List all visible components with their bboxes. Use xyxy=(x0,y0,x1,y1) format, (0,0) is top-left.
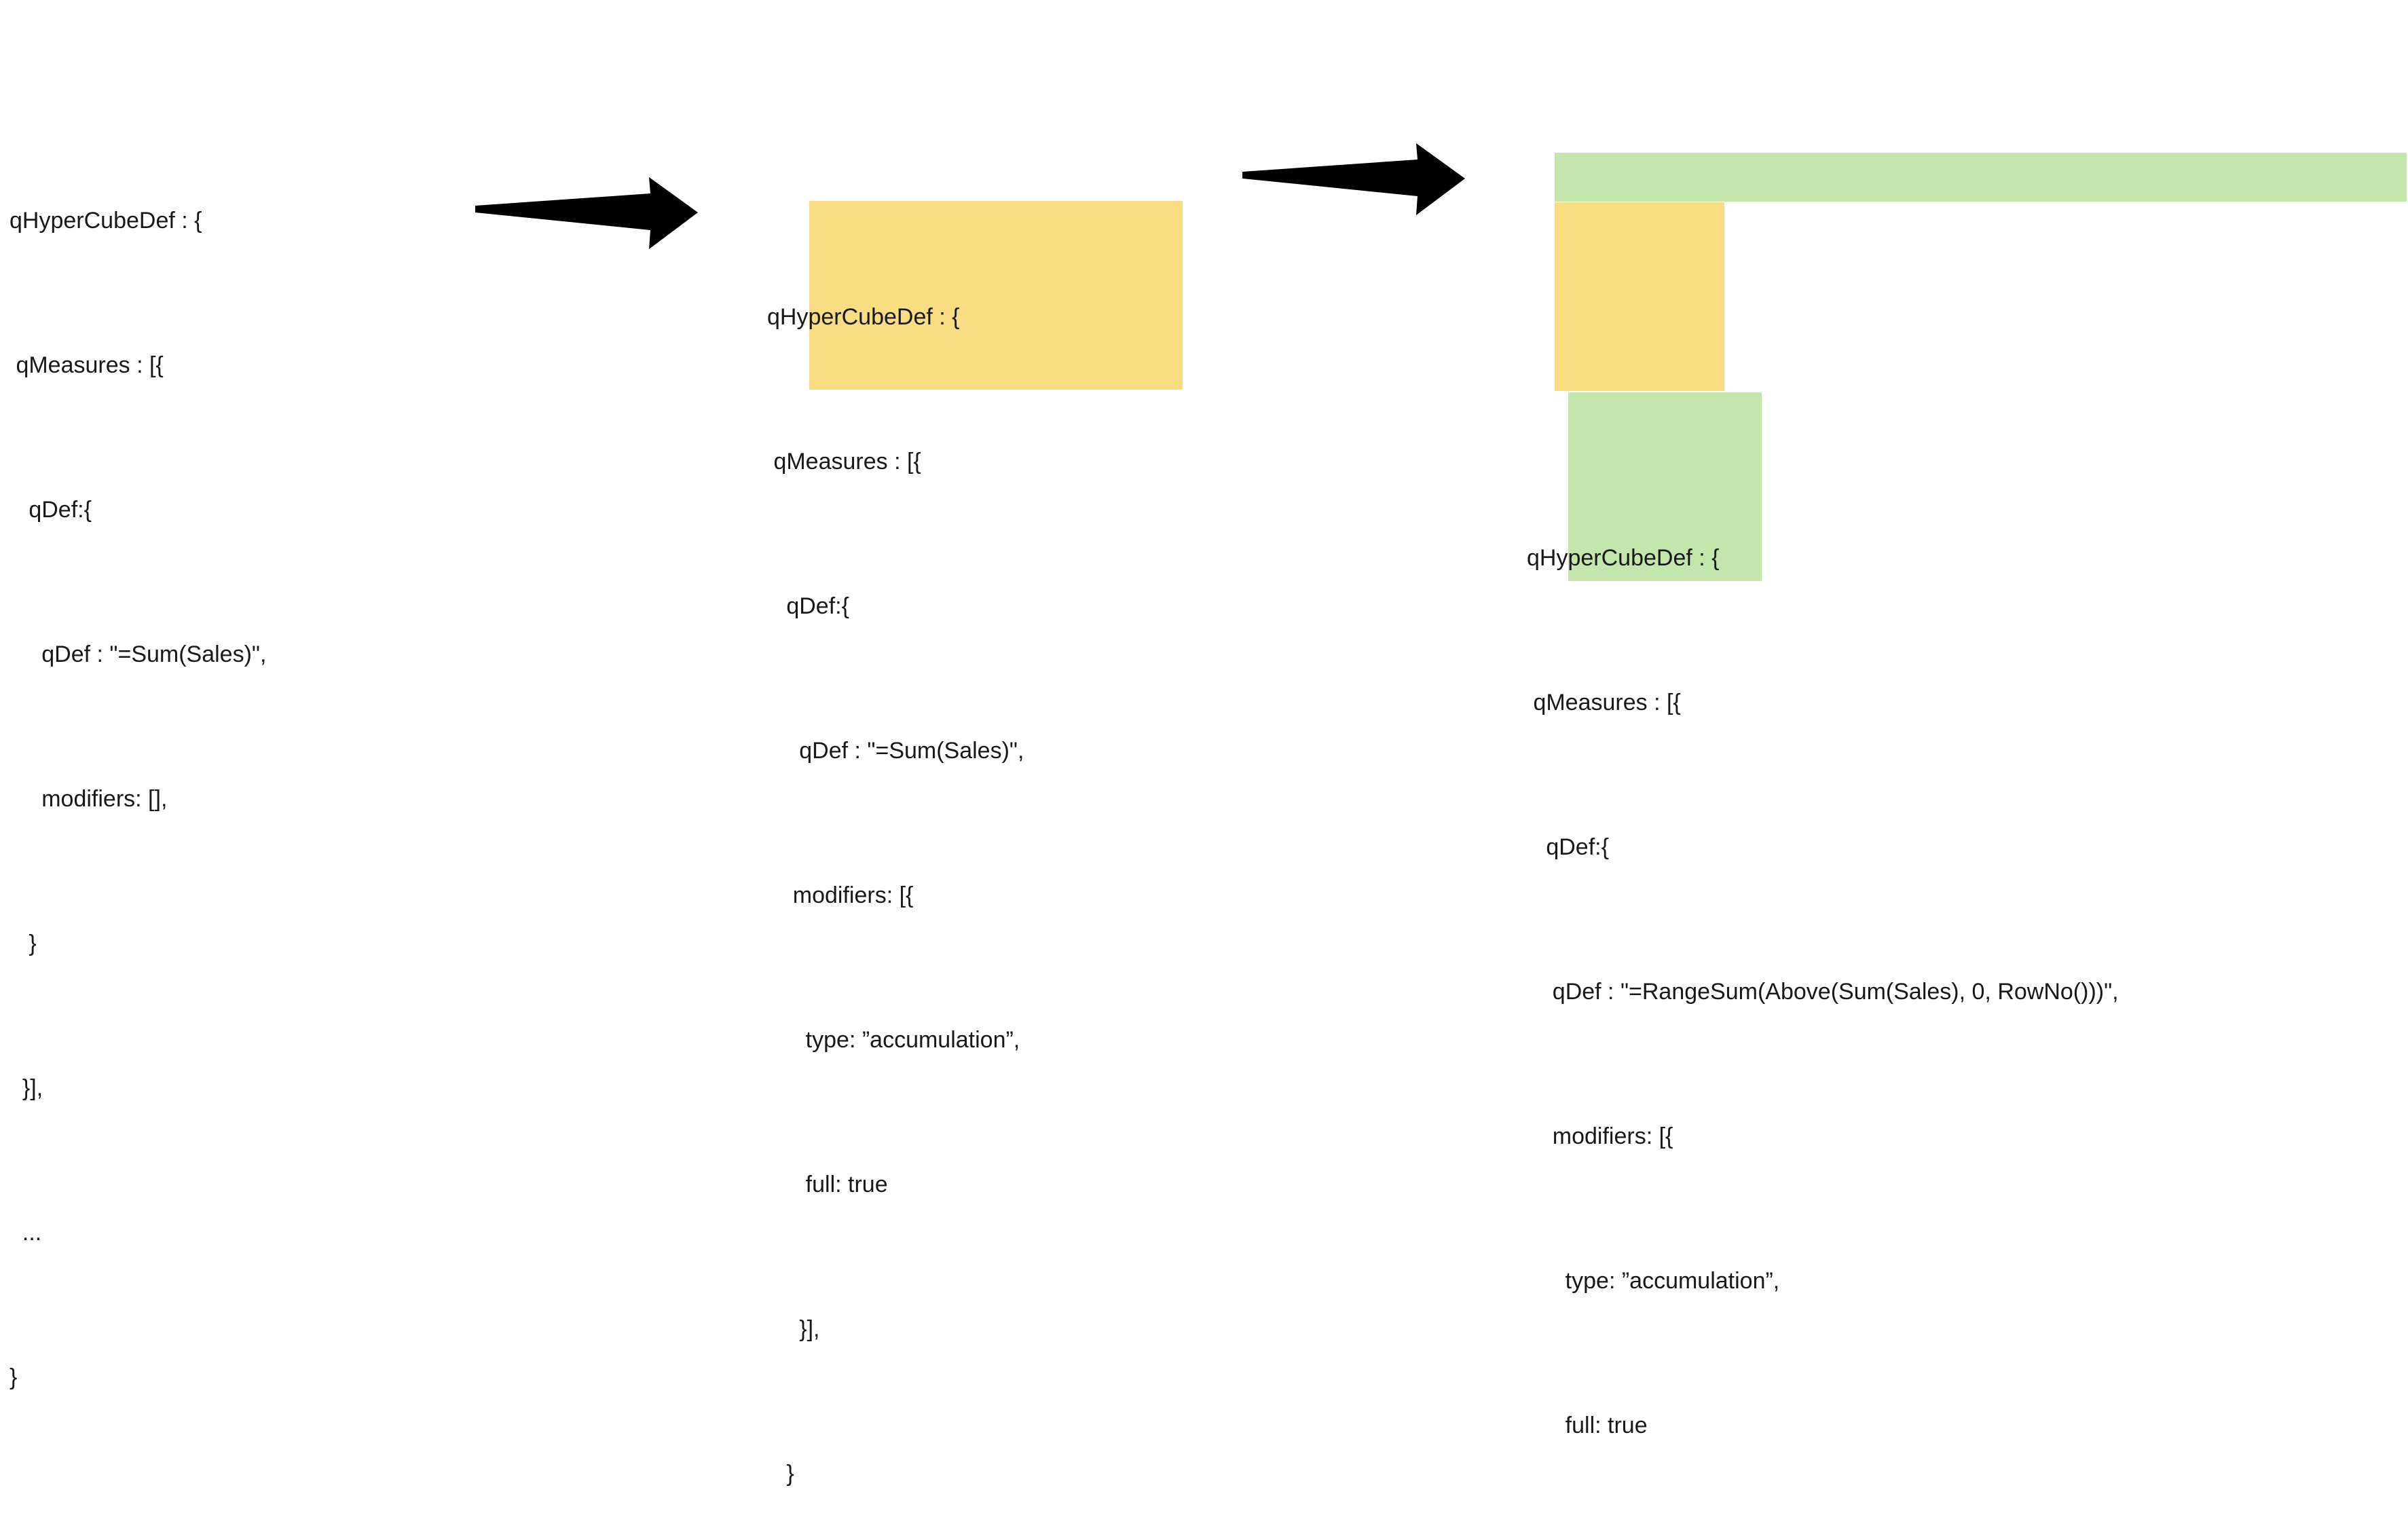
code-line: modifiers: [], xyxy=(10,786,168,812)
code-block-expanded: qHyperCubeDef : { qMeasures : [{ qDef:{ … xyxy=(1524,4,2407,1530)
highlight-modifiers-yellow xyxy=(809,201,1183,390)
code-line: ... xyxy=(10,1220,42,1246)
code-line: qHyperCubeDef : { xyxy=(10,208,202,234)
code-line: qDef:{ xyxy=(10,497,92,523)
code-line: qDef:{ xyxy=(767,593,849,619)
code-line: qDef : "=Sum(Sales)", xyxy=(10,641,267,667)
code-line: qMeasures : [{ xyxy=(767,449,921,474)
code-block-with-modifier: qHyperCubeDef : { qMeasures : [{ qDef:{ … xyxy=(764,4,1183,1530)
code-lines-expanded: qHyperCubeDef : { qMeasures : [{ qDef:{ … xyxy=(1524,438,2123,1530)
code-line-highlighted: type: ”accumulation”, xyxy=(767,1027,1020,1053)
code-line: }], xyxy=(10,1075,43,1101)
diagram-canvas: qHyperCubeDef : { qMeasures : [{ qDef:{ … xyxy=(10,139,2407,1487)
code-line-highlighted: full: true xyxy=(1527,1413,1648,1438)
code-line: qHyperCubeDef : { xyxy=(767,304,960,330)
code-lines-original: qHyperCubeDef : { qMeasures : [{ qDef:{ … xyxy=(7,100,270,1498)
code-line-highlighted: }], xyxy=(767,1316,820,1342)
code-line: qDef:{ xyxy=(1527,834,1609,860)
code-line: qDef : "=Sum(Sales)", xyxy=(767,738,1024,764)
code-line-highlighted: modifiers: [{ xyxy=(1527,1123,1673,1149)
highlight-modifiers-yellow xyxy=(1555,202,1724,391)
code-line-highlighted: qDef : "=RangeSum(Above(Sum(Sales), 0, R… xyxy=(1527,979,2119,1005)
highlight-qdef-green xyxy=(1555,153,2407,202)
code-line: } xyxy=(10,931,37,956)
code-line: } xyxy=(767,1461,794,1487)
code-lines-with-modifier: qHyperCubeDef : { qMeasures : [{ qDef:{ … xyxy=(764,197,1028,1530)
code-line: } xyxy=(10,1364,18,1390)
code-line-highlighted: type: ”accumulation”, xyxy=(1527,1268,1780,1294)
highlight-base-green xyxy=(1568,392,1762,581)
code-line: qMeasures : [{ xyxy=(10,352,164,378)
arrow-step-1-to-2 xyxy=(448,173,760,255)
arrow-step-2-to-3 xyxy=(1215,139,1527,221)
code-line: qHyperCubeDef : { xyxy=(1527,545,1720,571)
code-block-original: qHyperCubeDef : { qMeasures : [{ qDef:{ … xyxy=(7,4,270,1530)
code-line-highlighted: full: true xyxy=(767,1172,888,1197)
code-line-highlighted: modifiers: [{ xyxy=(767,882,914,908)
code-line: qMeasures : [{ xyxy=(1527,690,1681,715)
